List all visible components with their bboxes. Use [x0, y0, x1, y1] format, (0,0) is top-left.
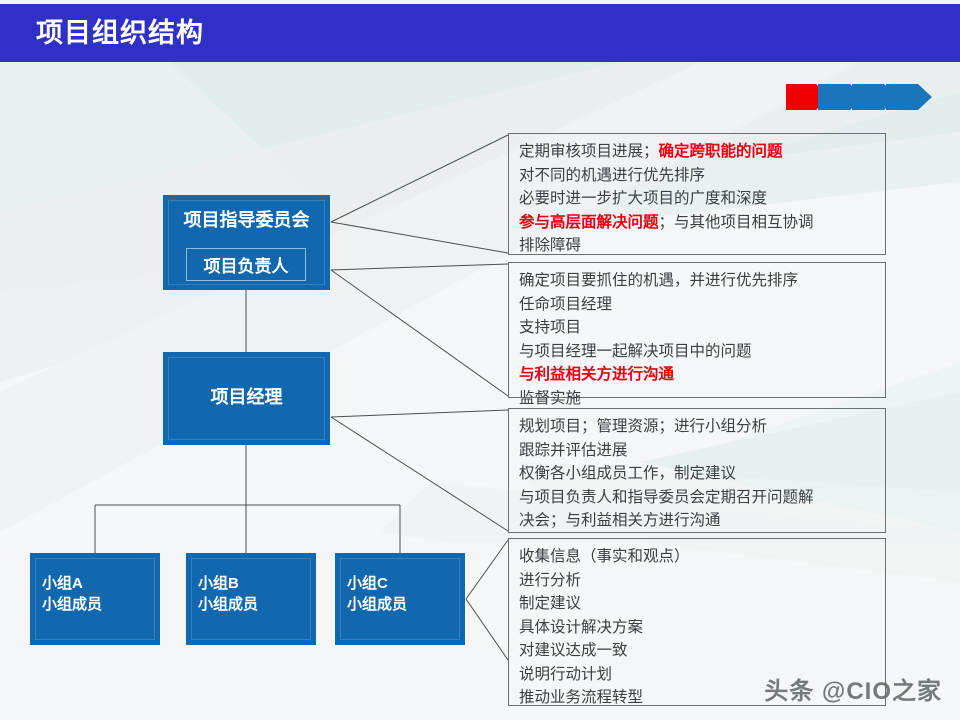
org-box-project-manager[interactable]: 项目经理	[163, 352, 330, 445]
team-b-name: 小组B	[198, 575, 239, 592]
callout-manager-duties: 规划项目；管理资源；进行小组分析跟踪并评估进展权衡各小组成员工作，制定建议与项目…	[508, 408, 886, 533]
team-c-members: 小组成员	[347, 596, 408, 613]
leader-manager-top	[330, 409, 509, 418]
leader-committee-bottom	[330, 221, 509, 254]
page-title: 项目组织结构	[36, 18, 204, 48]
header-bar	[0, 4, 960, 62]
leader-owner-top	[330, 263, 509, 271]
team-a-name: 小组A	[42, 575, 83, 592]
team-c-text: 小组C 小组成员	[347, 573, 407, 615]
team-b-members: 小组成员	[198, 596, 259, 613]
org-box-project-owner[interactable]: 项目负责人	[186, 248, 306, 281]
team-a-text: 小组A 小组成员	[42, 573, 102, 615]
top-strip	[0, 0, 960, 4]
leader-owner-bottom	[330, 269, 509, 397]
callout-manager-duties-text: 规划项目；管理资源；进行小组分析跟踪并评估进展权衡各小组成员工作，制定建议与项目…	[519, 418, 814, 529]
callout-owner-duties-text: 确定项目要抓住的机遇，并进行优先排序任命项目经理支持项目与项目经理一起解决项目中…	[519, 272, 799, 407]
callout-team-duties-text: 收集信息（事实和观点）进行分析制定建议具体设计解决方案对建议达成一致说明行动计划…	[519, 548, 690, 706]
watermark: 头条 @CIO之家	[764, 678, 942, 705]
callout-owner-duties: 确定项目要抓住的机遇，并进行优先排序任命项目经理支持项目与项目经理一起解决项目中…	[508, 262, 886, 407]
chevron-ribbon-svg	[786, 84, 932, 110]
team-c-name: 小组C	[347, 575, 388, 592]
callout-team-duties: 收集信息（事实和观点）进行分析制定建议具体设计解决方案对建议达成一致说明行动计划…	[508, 538, 886, 706]
team-a-members: 小组成员	[42, 596, 103, 613]
steering-committee-label: 项目指导委员会	[183, 210, 310, 230]
org-box-team-b[interactable]: 小组B 小组成员	[186, 553, 316, 645]
leader-manager-bottom	[330, 416, 509, 532]
leader-committee-top	[330, 134, 509, 223]
leader-team-bottom	[465, 598, 509, 661]
leader-team-top	[465, 539, 509, 600]
chevron-blue-3-icon	[886, 84, 932, 110]
team-b-text: 小组B 小组成员	[198, 573, 258, 615]
org-box-team-a[interactable]: 小组A 小组成员	[30, 553, 160, 645]
chevron-ribbon	[786, 84, 936, 110]
callout-committee-duties-text: 定期审核项目进展；确定跨职能的问题对不同的机遇进行优先排序必要时进一步扩大项目的…	[519, 143, 814, 254]
org-box-steering-committee[interactable]: 项目指导委员会 项目负责人	[163, 195, 330, 290]
org-box-team-c[interactable]: 小组C 小组成员	[335, 553, 465, 645]
callout-committee-duties: 定期审核项目进展；确定跨职能的问题对不同的机遇进行优先排序必要时进一步扩大项目的…	[508, 133, 886, 255]
project-manager-label: 项目经理	[210, 387, 283, 407]
project-owner-label: 项目负责人	[203, 257, 289, 276]
